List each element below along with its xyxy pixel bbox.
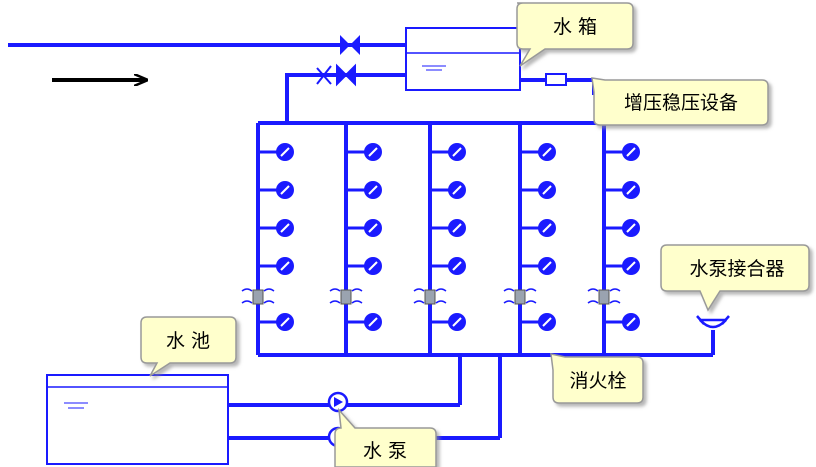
hydrant-icon [258,257,294,275]
hydrant-icon [258,313,294,331]
riser-valve-icon [587,288,621,305]
hydrant-icon [430,313,466,331]
hydrant-group [241,143,640,331]
hydrant-icon [430,257,466,275]
hydrant-icon [520,313,556,331]
label-pump: 水 泵 [363,440,407,462]
hydrant-icon [346,257,382,275]
hydrant-icon [346,143,382,161]
label-hydrant: 消火栓 [569,370,626,392]
hydrant-icon [604,313,640,331]
riser-valve-icon [503,288,537,305]
hydrant-icon [520,257,556,275]
hydrant-icon [430,219,466,237]
riser-network [228,121,715,440]
callout-water-tank [516,2,634,67]
hydrant-icon [430,143,466,161]
hydrant-icon [520,219,556,237]
riser-valve-icon [413,288,447,305]
hydrant-icon [346,313,382,331]
riser-valve-icon [241,288,275,305]
label-pressure-device: 增压稳压设备 [624,92,738,114]
hydrant-icon [604,219,640,237]
riser-valve-icon [329,288,363,305]
pump-connector-icon [696,315,730,329]
hydrant-icon [520,143,556,161]
hydrant-icon [604,257,640,275]
hydrant-icon [604,181,640,199]
label-water-tank: 水 箱 [553,16,597,38]
label-pool: 水 池 [166,330,210,352]
hydrant-icon [346,181,382,199]
callout-pump [334,407,437,467]
hydrant-icon [430,181,466,199]
pressure-device-icon [545,73,567,86]
water-pool [46,374,229,465]
callout-hydrant [550,353,644,404]
callout-pump-connector [660,244,810,312]
hydrant-icon [258,181,294,199]
hydrant-icon [346,219,382,237]
hydrant-icon [520,181,556,199]
water-tank [405,27,521,91]
pump-icon [327,391,349,413]
callout-pressure-device [591,77,769,126]
gate-valve-icon [340,35,360,55]
hydrant-icon [258,219,294,237]
label-pump-connector: 水泵接合器 [689,258,784,280]
hydrant-icon [604,143,640,161]
hydrant-icon [258,143,294,161]
callout-pool [140,316,237,377]
check-valve-icon [316,63,356,87]
